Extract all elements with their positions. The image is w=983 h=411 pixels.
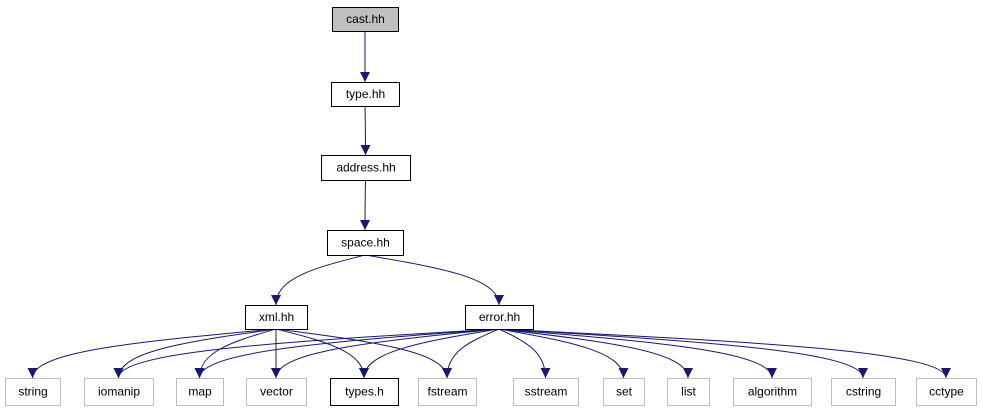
node-xml-box <box>245 305 308 330</box>
node-list-label: list <box>681 385 696 399</box>
edge-address-to-space <box>360 179 371 231</box>
edge-xml-to-map <box>194 328 277 379</box>
node-space-box <box>327 230 404 256</box>
edge-error-to-cctype <box>498 328 951 379</box>
node-types-box <box>330 378 399 406</box>
node-cctype: cctype <box>916 378 977 406</box>
node-cstring-box <box>831 378 896 406</box>
node-xml[interactable]: xml.hh <box>245 305 308 330</box>
edge-xml-to-string <box>27 328 277 379</box>
node-map-label: map <box>188 385 212 399</box>
node-address[interactable]: address.hh <box>321 155 411 181</box>
node-type-label: type.hh <box>346 87 385 101</box>
node-map-box <box>176 378 224 406</box>
node-cast-label: cast.hh <box>346 12 385 26</box>
node-vector-label: vector <box>260 385 293 399</box>
node-error[interactable]: error.hh <box>465 305 534 330</box>
edge-xml-to-types <box>275 328 369 379</box>
node-xml-label: xml.hh <box>259 310 294 324</box>
node-iomanip-box <box>84 378 154 406</box>
node-type-box <box>331 82 400 107</box>
node-set: set <box>603 378 645 406</box>
edge-error-to-sstream <box>498 328 551 379</box>
node-space[interactable]: space.hh <box>327 230 404 256</box>
edge-error-to-cstring <box>498 328 868 379</box>
edge-xml-to-fstream <box>275 328 452 379</box>
node-error-label: error.hh <box>479 310 520 324</box>
edge-type-to-address <box>360 105 371 156</box>
node-cast-box <box>332 7 399 32</box>
node-types-label: types.h <box>345 385 384 399</box>
node-cctype-label: cctype <box>929 385 964 399</box>
node-algorithm-label: algorithm <box>748 385 797 399</box>
node-cast[interactable]: cast.hh <box>332 7 399 32</box>
node-list: list <box>667 378 710 406</box>
node-sstream: sstream <box>513 378 579 406</box>
edge-error-to-map <box>194 328 500 379</box>
node-cstring-label: cstring <box>846 385 881 399</box>
edge-error-to-iomanip <box>113 328 500 379</box>
node-set-box <box>603 378 645 406</box>
node-algorithm-box <box>733 378 812 406</box>
node-list-box <box>667 378 710 406</box>
node-vector-box <box>246 378 307 406</box>
edge-error-to-vector <box>271 328 500 379</box>
node-string: string <box>5 378 61 406</box>
node-string-box <box>5 378 61 406</box>
edges-layer <box>27 31 951 379</box>
edge-space-to-xml <box>271 254 366 306</box>
node-address-label: address.hh <box>336 161 395 175</box>
node-type[interactable]: type.hh <box>331 82 400 107</box>
node-fstream: fstream <box>418 378 477 406</box>
node-sstream-label: sstream <box>525 385 568 399</box>
node-set-label: set <box>616 385 633 399</box>
node-iomanip-label: iomanip <box>98 385 140 399</box>
node-cctype-box <box>916 378 977 406</box>
edge-error-to-set <box>498 328 629 379</box>
edge-space-to-error <box>364 254 504 306</box>
node-vector: vector <box>246 378 307 406</box>
node-algorithm: algorithm <box>733 378 812 406</box>
node-space-label: space.hh <box>341 236 390 250</box>
node-fstream-label: fstream <box>427 385 467 399</box>
node-iomanip: iomanip <box>84 378 154 406</box>
node-error-box <box>465 305 534 330</box>
node-fstream-box <box>418 378 477 406</box>
nodes-layer: cast.hh type.hh address.hh space.hh xml.hh er… <box>5 7 977 406</box>
edge-error-to-fstream <box>442 328 500 379</box>
node-map: map <box>176 378 224 406</box>
edge-error-to-types <box>359 328 500 379</box>
edge-error-to-algorithm <box>498 328 777 379</box>
node-address-box <box>321 155 411 181</box>
node-sstream-box <box>513 378 579 406</box>
node-cstring: cstring <box>831 378 896 406</box>
node-types[interactable]: types.h <box>330 378 399 406</box>
edge-error-to-list <box>498 328 693 379</box>
node-string-label: string <box>18 385 47 399</box>
